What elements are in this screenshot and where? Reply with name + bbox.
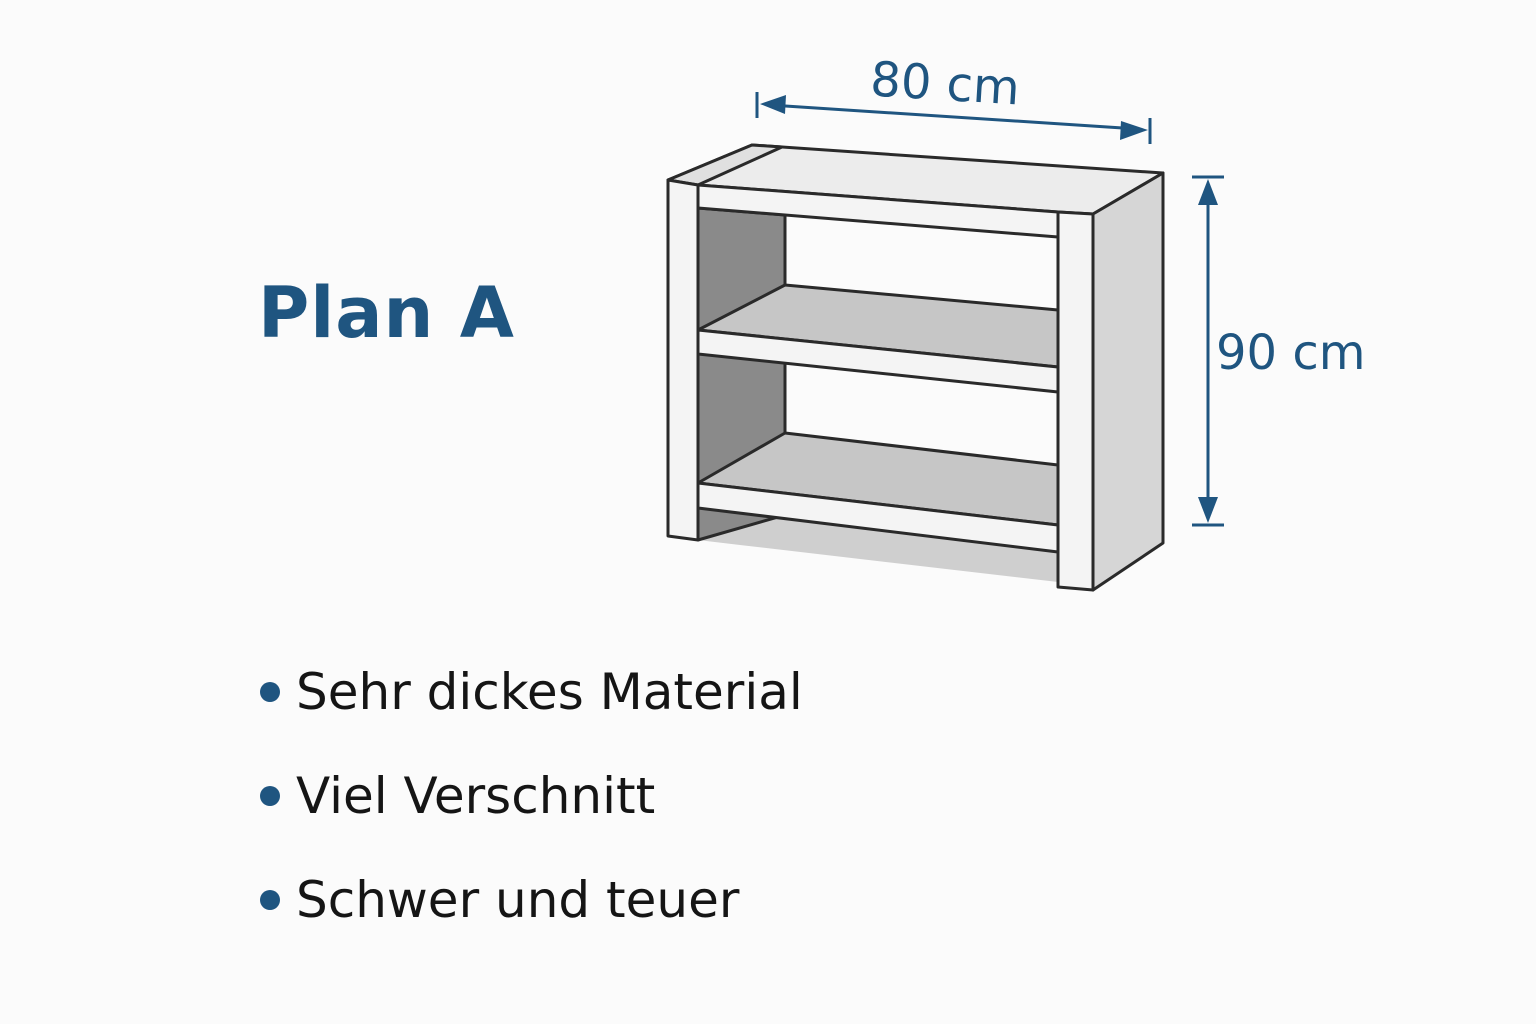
width-arrow-line: [769, 103, 1139, 131]
bullet-icon: [260, 682, 280, 702]
list-item-text: Viel Verschnitt: [296, 767, 656, 825]
arrow-head-left: [760, 95, 786, 114]
bullet-icon: [260, 786, 280, 806]
list-item: Schwer und teuer: [260, 848, 803, 952]
width-label: 80 cm: [869, 51, 1022, 116]
list-item-text: Sehr dickes Material: [296, 663, 803, 721]
arrow-head-right: [1120, 121, 1148, 140]
feature-list: Sehr dickes Material Viel Verschnitt Sch…: [260, 640, 803, 952]
page-title: Plan A: [258, 272, 515, 354]
list-item: Sehr dickes Material: [260, 640, 803, 744]
left-post-front: [666, 178, 700, 542]
list-item-text: Schwer und teuer: [296, 871, 740, 929]
arrow-head-top: [1198, 179, 1218, 205]
floor-shadow: [698, 508, 1058, 582]
right-post-side: [1091, 171, 1165, 592]
height-label: 90 cm: [1216, 325, 1365, 381]
right-post-front: [1056, 210, 1095, 592]
list-item: Viel Verschnitt: [260, 744, 803, 848]
bullet-icon: [260, 890, 280, 910]
arrow-head-bottom: [1198, 497, 1218, 523]
